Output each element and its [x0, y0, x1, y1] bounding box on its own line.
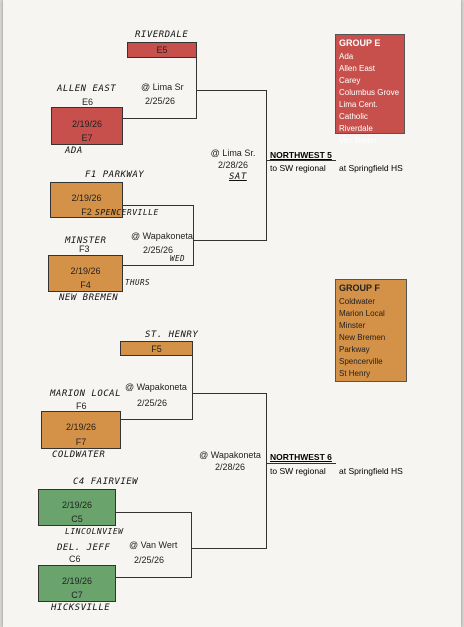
bracket-line [266, 90, 267, 241]
handwritten-del-jeff: DEL. JEFF [57, 543, 111, 553]
bracket-line [116, 512, 191, 513]
group-f-item: Marion Local [339, 309, 385, 318]
group-e-item: Allen East [339, 64, 376, 73]
group-e-item: Columbus Grove [339, 88, 400, 97]
bracket-line [196, 90, 266, 91]
seed-f7-label: F7 [75, 437, 87, 447]
group-f-box: GROUP F Coldwater Marion Local Minster N… [335, 279, 407, 382]
region-site-nw5: at Springfield HS [339, 163, 403, 173]
group-e-item: Lima Cent. Catholic [339, 100, 378, 121]
seed-e7-date: 2/19/26 [71, 119, 103, 129]
seed-e6-label: E6 [82, 97, 94, 107]
b-semi-date: 2/28/26 [214, 462, 246, 472]
bracket-line [192, 393, 266, 394]
seed-f4: 2/19/26 F4 [48, 255, 123, 292]
seed-c7-label: C7 [71, 590, 83, 600]
game2-site: @ Wapakoneta [131, 231, 193, 241]
seed-c5: 2/19/26 C5 [38, 489, 116, 526]
handwritten-coldwater: COLDWATER [52, 450, 106, 460]
bracket-line [193, 205, 194, 265]
handwritten-marion-local: MARION LOCAL [50, 389, 122, 399]
bracket-line [191, 548, 267, 549]
b-game1-date: 2/25/26 [137, 398, 168, 408]
handwritten-thurs: THURS [125, 278, 151, 287]
seed-f6-label: F6 [76, 401, 87, 411]
semi-site: @ Lima Sr. [210, 148, 256, 158]
handwritten-riverdale: RIVERDALE [135, 30, 189, 40]
bracket-line [266, 393, 267, 549]
group-e-item: Carey [339, 76, 361, 85]
seed-f4-label: F4 [80, 280, 91, 290]
seed-f2: 2/19/26 F2 [50, 182, 123, 218]
handwritten-ada: ADA [65, 146, 83, 156]
bracket-sheet: RIVERDALE E5 ALLEN EAST E6 2/19/26 E7 AD… [3, 0, 461, 627]
seed-c5-date: 2/19/26 [61, 500, 93, 510]
b-game1-site: @ Wapakoneta [125, 382, 187, 392]
region-title-nw5: NORTHWEST 5 [270, 150, 332, 160]
handwritten-allen-east: ALLEN EAST [57, 84, 117, 94]
handwritten-st-henry: ST. HENRY [145, 330, 199, 340]
bracket-line [123, 205, 193, 206]
group-f-item: St Henry [339, 369, 371, 378]
handwritten-c4-fairview: C4 FAIRVIEW [73, 477, 139, 487]
seed-e7: 2/19/26 E7 [51, 107, 123, 145]
seed-f2-label: F2 [81, 207, 92, 217]
bracket-line [121, 419, 193, 420]
bracket-line [123, 118, 197, 119]
game2-date: 2/25/26 [143, 245, 174, 255]
group-e-item: Riverdale [339, 124, 373, 133]
bracket-line [116, 577, 192, 578]
seed-c6-label: C6 [69, 554, 81, 564]
group-e-item: Ada [339, 52, 354, 61]
bracket-line [266, 463, 336, 464]
seed-c7-date: 2/19/26 [61, 576, 93, 586]
group-f-item: Minster [339, 321, 366, 330]
seed-f7: 2/19/26 F7 [41, 411, 121, 449]
region-sub-nw5: to SW regional [270, 163, 326, 173]
seed-f7-date: 2/19/26 [65, 422, 97, 432]
seed-c7: 2/19/26 C7 [38, 565, 116, 602]
bracket-line [123, 265, 194, 266]
group-f-title: GROUP F [339, 283, 380, 293]
handwritten-new-bremen: NEW BREMEN [59, 293, 119, 303]
seed-e7-label: E7 [81, 133, 93, 143]
group-f-item: New Bremen [339, 333, 386, 342]
handwritten-hicksville: HICKSVILLE [51, 603, 111, 613]
group-e-title: GROUP E [339, 38, 381, 48]
game1-site: @ Lima Sr [141, 82, 184, 92]
bracket-line [192, 356, 193, 419]
seed-c5-label: C5 [71, 514, 83, 524]
seed-f4-date: 2/19/26 [70, 266, 101, 276]
group-f-item: Spencerville [339, 357, 383, 366]
region-sub-nw6: to SW regional [270, 466, 326, 476]
group-e-item: Van Buren [339, 136, 377, 145]
handwritten-lincolnview: LINCOLNVIEW [65, 527, 124, 536]
b-game2-site: @ Van Wert [129, 540, 178, 550]
bracket-line [266, 160, 336, 161]
region-site-nw6: at Springfield HS [339, 466, 403, 476]
handwritten-sat: SAT [229, 172, 247, 182]
seed-e5: E5 [127, 42, 197, 58]
seed-f2-date: 2/19/26 [71, 193, 102, 203]
region-title-nw6: NORTHWEST 6 [270, 452, 332, 462]
handwritten-f1-parkway: F1 PARKWAY [85, 170, 145, 180]
bracket-line [193, 240, 266, 241]
b-semi-site: @ Wapakoneta [199, 450, 261, 460]
seed-e5-label: E5 [156, 45, 168, 55]
group-f-item: Coldwater [339, 297, 376, 306]
group-f-item: Parkway [339, 345, 370, 354]
handwritten-wed: WED [170, 254, 186, 263]
bracket-line [196, 58, 197, 118]
game1-date: 2/25/26 [145, 96, 176, 106]
bracket-line [191, 512, 192, 577]
handwritten-spencerville: SPENCERVILLE [95, 208, 159, 217]
handwritten-minster: MINSTER [65, 236, 107, 246]
b-game2-date: 2/25/26 [134, 555, 165, 565]
seed-f5-label: F5 [151, 344, 162, 354]
semi-date: 2/28/26 [217, 160, 249, 170]
group-e-box: GROUP E Ada Allen East Carey Columbus Gr… [335, 34, 405, 145]
seed-f5: F5 [120, 341, 193, 356]
seed-f3-label: F3 [79, 244, 90, 254]
